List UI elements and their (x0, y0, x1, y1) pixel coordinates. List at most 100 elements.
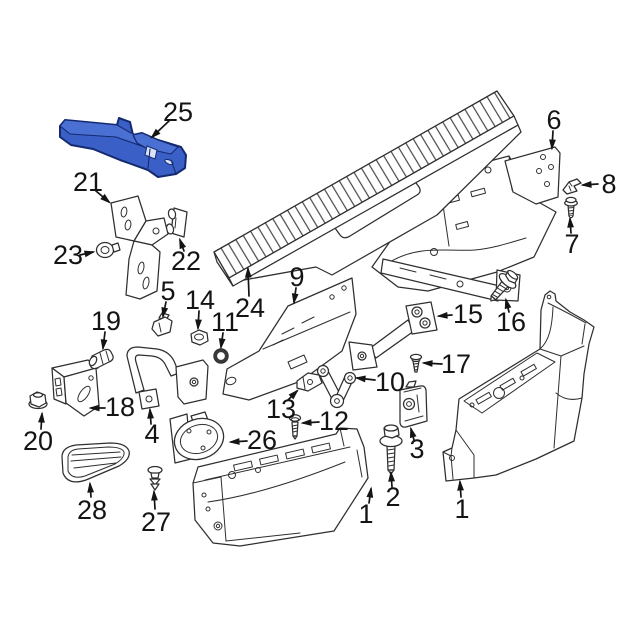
part-16-bolt (490, 269, 519, 302)
callout-arrow-head (83, 250, 96, 258)
part-20-nut (28, 391, 48, 410)
part-label-25: 25 (163, 97, 193, 127)
callout-part-2: 2 (385, 470, 401, 512)
callout-arrow-head (150, 128, 161, 139)
callout-arrow-head (244, 266, 252, 278)
callout-arrow-head (100, 193, 111, 204)
part-label-27: 27 (141, 507, 171, 537)
part-25-bracket-highlighted (59, 117, 187, 178)
callout-part-12: 12 (300, 406, 349, 436)
callout-arrow-head (580, 181, 592, 188)
part-label-21: 21 (73, 167, 103, 197)
part-label-20: 20 (23, 426, 53, 456)
part-label-22: 22 (171, 246, 201, 276)
callout-arrow-head (291, 293, 299, 305)
part-10-link (316, 364, 357, 409)
callout-part-27: 27 (141, 489, 171, 537)
callout-part-17: 17 (421, 349, 471, 379)
callout-part-10: 10 (354, 367, 405, 397)
callout-arrow-head (161, 306, 169, 319)
part-label-1: 1 (358, 499, 373, 529)
part-label-10: 10 (375, 367, 405, 397)
part-21-bracket (110, 195, 169, 300)
callout-arrow-head (388, 470, 395, 482)
callout-arrow-head (38, 411, 45, 423)
part-15-tow-bar (348, 301, 438, 371)
callout-arrow-head (300, 419, 312, 426)
callout-part-24: 24 (235, 266, 265, 323)
callout-part-7: 7 (564, 216, 580, 259)
part-label-4: 4 (144, 419, 159, 449)
part-label-17: 17 (441, 349, 471, 379)
part-1-bumper-end-right (442, 290, 595, 482)
callout-arrow-head (436, 311, 448, 319)
part-label-15: 15 (453, 299, 483, 329)
part-label-14: 14 (185, 285, 215, 315)
part-label-6: 6 (546, 105, 561, 135)
part-2-bolt (379, 424, 403, 475)
callout-part-11: 11 (211, 307, 239, 350)
callout-part-1: 1 (454, 479, 470, 524)
callout-part-19: 19 (91, 306, 121, 351)
part-9-bracket (222, 277, 357, 401)
part-12-screw (288, 414, 302, 440)
callout-part-3: 3 (409, 426, 425, 464)
part-4-tube-bracket (126, 346, 209, 410)
callout-part-20: 20 (23, 411, 53, 456)
part-label-28: 28 (77, 495, 107, 525)
part-11-washer (213, 348, 229, 364)
part-14-nut (190, 329, 209, 346)
callout-part-4: 4 (144, 407, 160, 449)
part-17-screw (409, 353, 423, 373)
part-label-2: 2 (385, 482, 400, 512)
callout-part-23: 23 (53, 240, 96, 270)
callout-part-8: 8 (580, 169, 617, 199)
callout-part-5: 5 (160, 276, 176, 319)
callout-arrow-head (354, 375, 366, 383)
part-label-16: 16 (496, 307, 526, 337)
part-22-clip (165, 207, 188, 238)
part-28-step-pad (61, 442, 130, 483)
part-26-bracket (169, 411, 225, 464)
callout-part-13: 13 (266, 389, 299, 424)
callout-part-9: 9 (289, 262, 305, 305)
part-label-7: 7 (564, 229, 579, 259)
callout-arrow-head (228, 438, 240, 445)
part-label-3: 3 (409, 434, 424, 464)
callout-part-15: 15 (436, 299, 483, 329)
part-label-5: 5 (160, 276, 175, 306)
callout-arrow-head (504, 297, 512, 310)
callout-arrow-head (421, 360, 433, 367)
part-label-23: 23 (53, 240, 83, 270)
callout-arrow-head (88, 404, 100, 412)
callout-part-16: 16 (496, 297, 526, 337)
callout-arrow-head (409, 426, 417, 439)
callout-part-22: 22 (171, 237, 201, 276)
part-27-push-pin (147, 465, 163, 491)
callout-part-18: 18 (88, 392, 135, 422)
callout-part-25: 25 (150, 97, 193, 139)
part-label-19: 19 (91, 306, 121, 336)
part-1-bumper-section-left (192, 427, 369, 547)
callout-part-26: 26 (228, 425, 277, 455)
callout-part-21: 21 (73, 167, 111, 204)
part-label-8: 8 (601, 169, 616, 199)
part-label-1: 1 (454, 494, 469, 524)
part-13-bracket (296, 372, 323, 392)
callout-part-1: 1 (358, 486, 374, 529)
callout-arrow-head (147, 407, 154, 419)
callout-arrow-head (195, 319, 202, 331)
part-18-bracket (51, 359, 100, 417)
callout-part-28: 28 (77, 481, 107, 525)
part-label-18: 18 (105, 392, 135, 422)
part-label-26: 26 (247, 425, 277, 455)
callout-arrow-head (457, 479, 464, 491)
callout-arrow-head (87, 481, 95, 493)
part-7-screw (564, 196, 578, 219)
callout-arrow-head (567, 216, 574, 228)
part-label-11: 11 (211, 307, 239, 337)
part-6-bracket (504, 146, 561, 205)
part-5-clip (151, 312, 173, 337)
